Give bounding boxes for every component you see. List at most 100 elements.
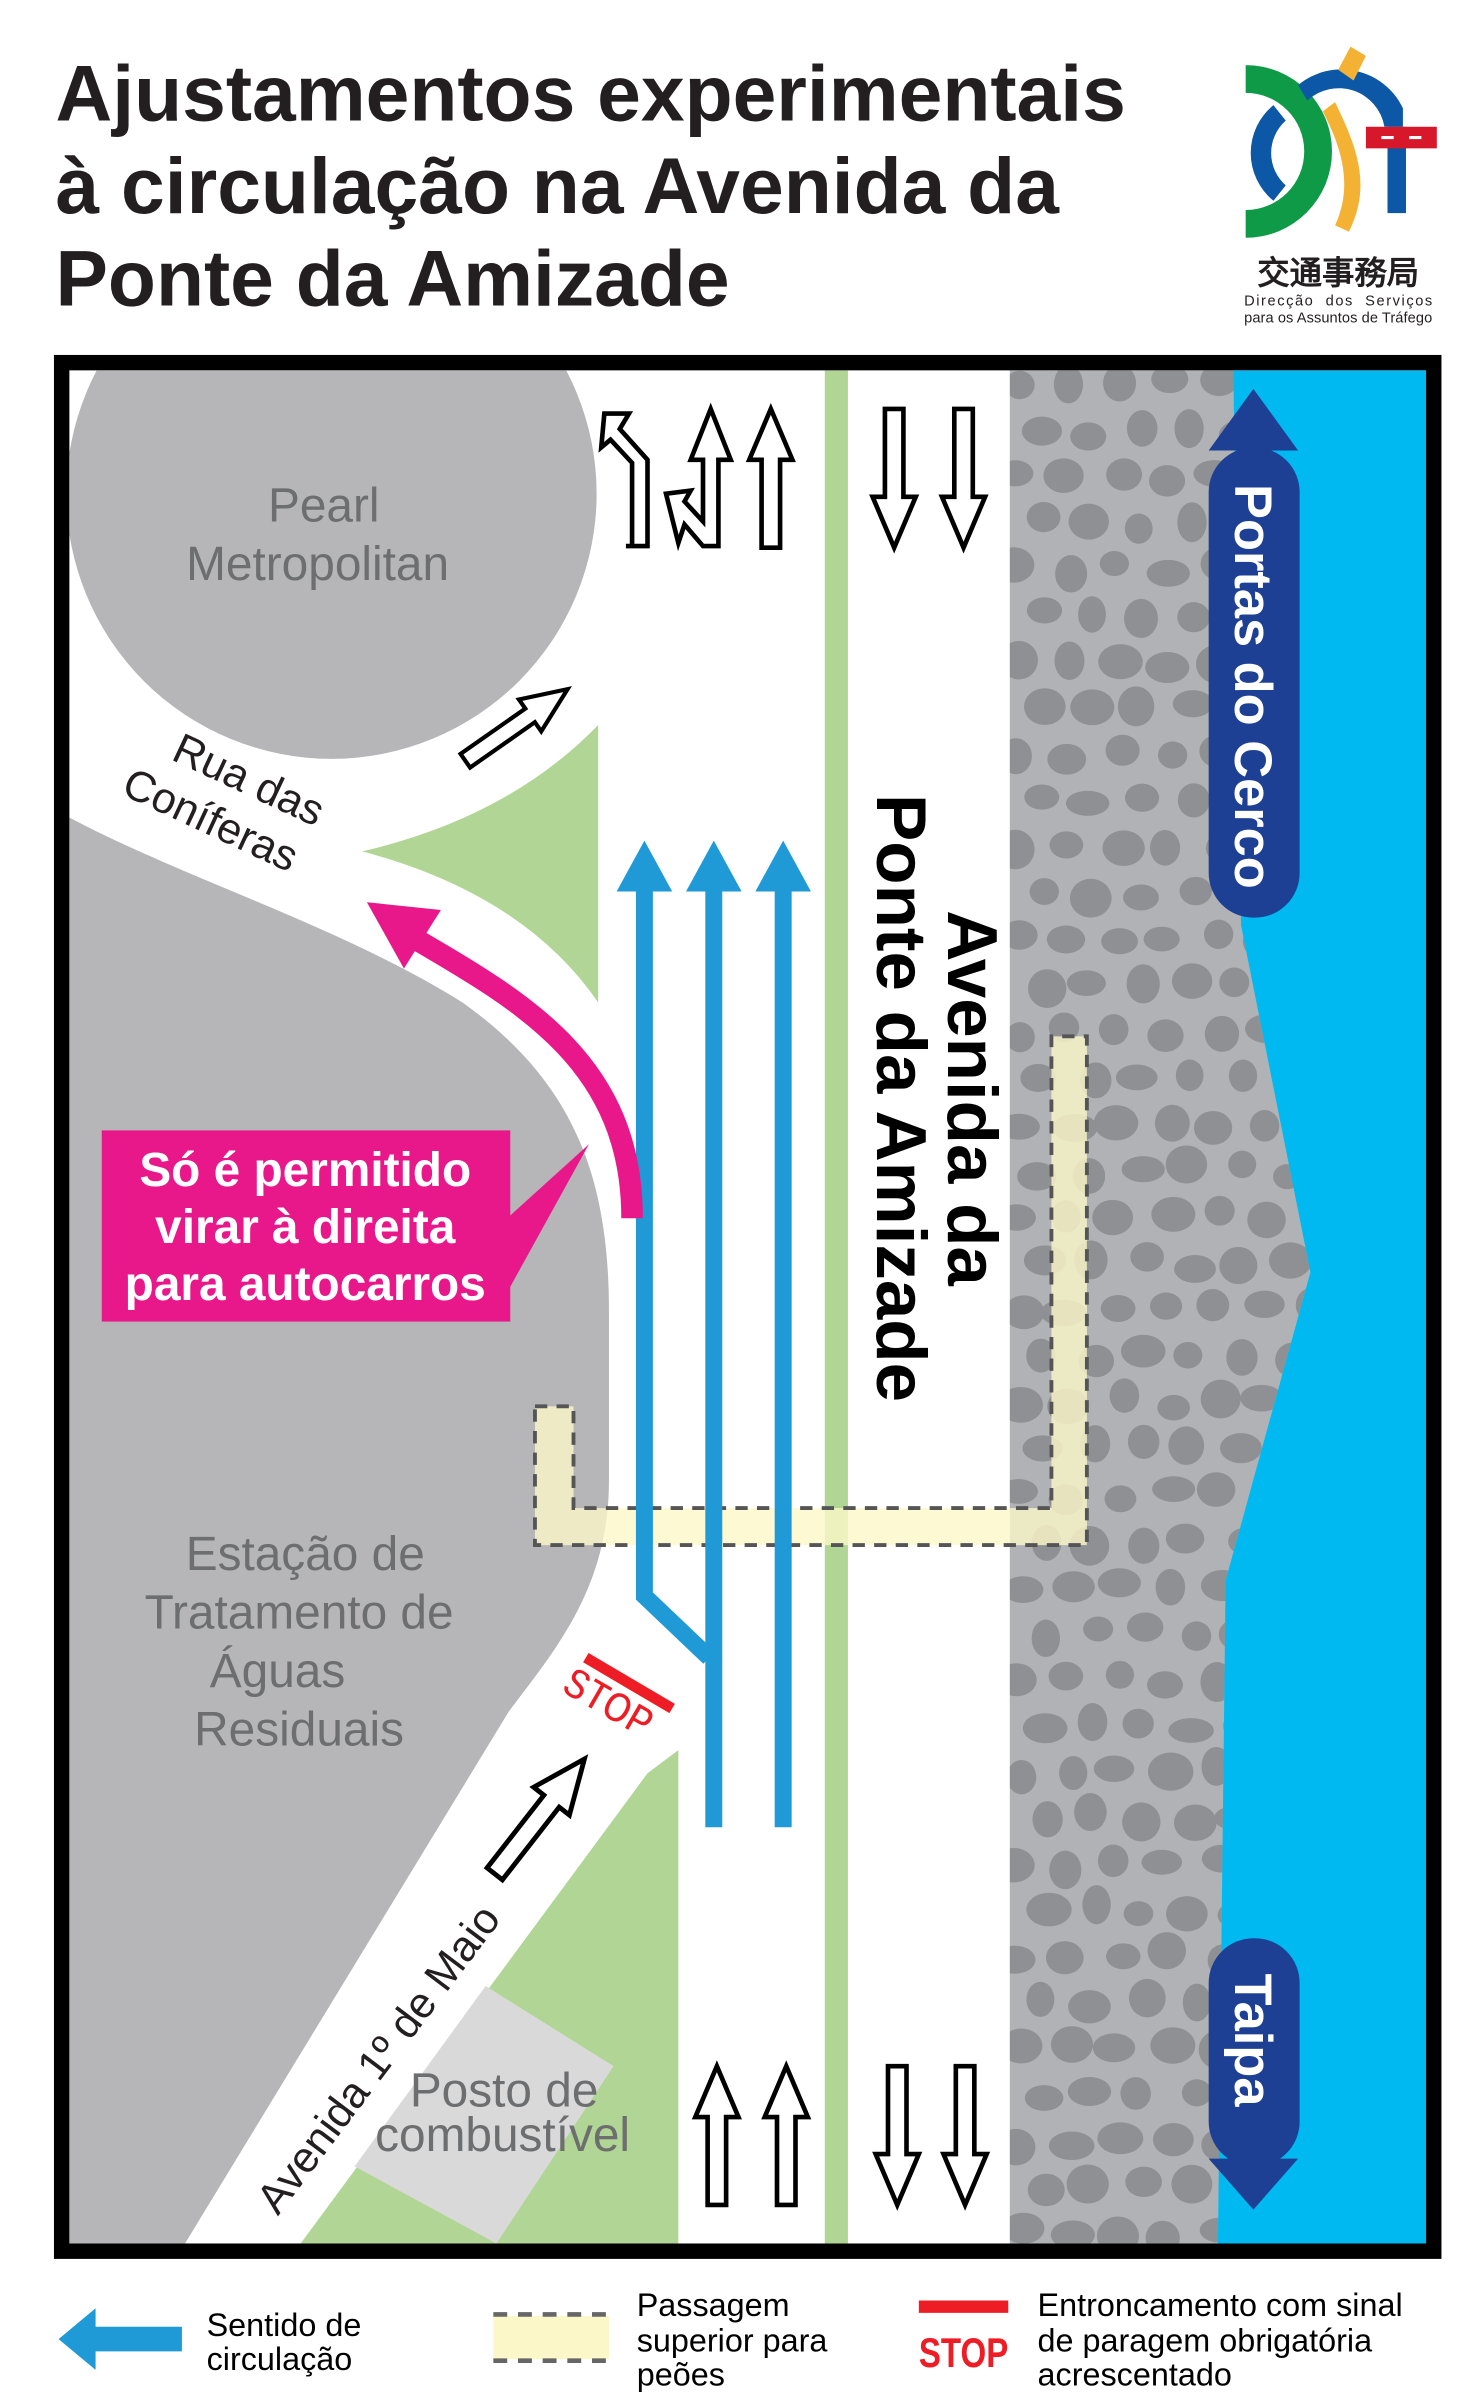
pearl-metropolitan-block [69,370,597,759]
legend-stop-2: de paragem obrigatória [1038,2322,1373,2358]
cobblestone [1147,1671,1183,1699]
north-arrow-icon [1208,388,1299,451]
cobblestone [1068,1990,1111,2024]
cobblestone [1182,1983,1211,2022]
cobblestone [1204,1015,1240,1052]
legend-stop-label: STOP [919,2329,1008,2376]
cobblestone [1145,2220,1180,2244]
cobblestone [1177,783,1210,818]
cobblestone [1024,784,1060,810]
page-title: Ajustamentos experimentais à circulação … [56,50,1126,323]
cobblestone [1203,919,1234,949]
cobblestone [1059,1755,1088,1791]
cobblestone [1154,1104,1190,1142]
cobblestone [1045,1941,1084,1975]
cobblestone [1009,920,1038,950]
legend-stop-3: acrescentado [1038,2356,1232,2392]
cobblestone [1200,370,1239,397]
cobblestone [1047,743,1087,775]
cobblestone [1022,1713,1068,1744]
cobblestone [1026,1981,1055,2017]
cobblestone [1069,878,1112,918]
cobblestone [1009,2028,1043,2064]
cobblestone [1074,1793,1107,1832]
pearl-label-1: Pearl [268,479,380,532]
cobblestone [1117,686,1155,727]
legend-overpass-1: Passagem [637,2287,790,2323]
logo-chinese: 交通事務局 [1257,254,1419,292]
cobblestone [1066,2164,1109,2204]
cobblestone [1104,1485,1137,1513]
cobblestone [1123,1901,1154,1927]
estacao-label-2: Tratamento de [145,1586,454,1639]
cobblestone [1219,1246,1258,1285]
cobblestone [1200,1379,1241,1419]
cobblestone [1226,1338,1258,1376]
title-line-1: Ajustamentos experimentais [56,50,1126,138]
flow-lane-1 [635,886,716,1664]
cobblestone [1009,640,1038,680]
cobblestone [1093,1105,1139,1141]
legend-flow-2: circulação [207,2341,353,2377]
cobblestone [1032,1801,1063,1838]
pearl-label-2: Metropolitan [186,538,449,591]
cobblestone [1122,1802,1161,1842]
cobblestone [1082,1885,1111,1925]
cobblestone [1122,1708,1154,1739]
cobblestone [1077,1703,1108,1742]
cobblestone [1097,1568,1141,1598]
cobblestone [1158,741,1188,769]
cobblestone [1098,1014,1129,1046]
cobblestone [1066,970,1106,996]
cobblestone [1152,2122,1194,2157]
cobblestone [1096,2216,1139,2244]
legend-overpass: Passagem superior para peões [493,2287,827,2392]
posto-label-2: combustível [375,2109,630,2162]
cobblestone [1152,1476,1196,1502]
cobblestone [1109,1378,1140,1413]
green-island [362,724,599,1003]
cobblestone [1092,2033,1136,2063]
logo-blue-d [1250,105,1286,201]
cobblestone [1020,1063,1056,1093]
cobblestone [1048,1661,1084,1691]
cobblestone [1028,969,1067,1008]
cobblestone [1009,1479,1038,1504]
cobblestone [1093,1755,1135,1782]
cobblestone [1249,1110,1280,1142]
cobblestone [1009,1022,1035,1053]
cobblestone [1151,1196,1196,1232]
cobblestone [1009,1576,1044,1604]
cobblestone [1102,830,1145,866]
cobblestone [1166,1896,1208,1932]
cobblestone [1009,1847,1035,1883]
map: STOP Pearl Metropolitan Rua das Conífera… [53,354,1442,2259]
cobblestone [1115,1064,1158,1091]
callout-line-1: Só é permitido [139,1144,471,1197]
cobblestone [1173,1341,1203,1369]
cobblestone [1054,641,1085,681]
cobblestone [1171,2164,1213,2204]
cobblestone [1121,1156,1165,1183]
cobblestone [1174,409,1204,449]
cobblestone [1146,559,1190,587]
cobblestone [1097,2122,1144,2155]
logo-blue-arc [1298,69,1403,127]
cobblestone [1065,790,1110,816]
cobblestone [1228,1059,1258,1092]
legend-flow: Sentido de circulação [58,2307,361,2377]
cobblestone [1097,1844,1129,1878]
cobblestone [1009,738,1032,775]
cobblestone [1120,2077,1151,2110]
cobblestone [1219,967,1250,998]
flow-arrowhead [755,840,811,892]
logo-line-1: Direcção dos Serviços [1244,294,1432,310]
traffic-flow-arrows [635,886,792,1828]
cobblestone [1052,1571,1095,1603]
cobblestone [1027,2173,1065,2207]
cobblestone [1099,551,1130,577]
cobblestone [1079,1062,1112,1099]
cobblestone [1009,2212,1045,2244]
dsat-logo: 交通事務局 Direcção dos Serviços para os Assu… [1244,46,1437,327]
cobblestone [1196,1472,1236,1507]
